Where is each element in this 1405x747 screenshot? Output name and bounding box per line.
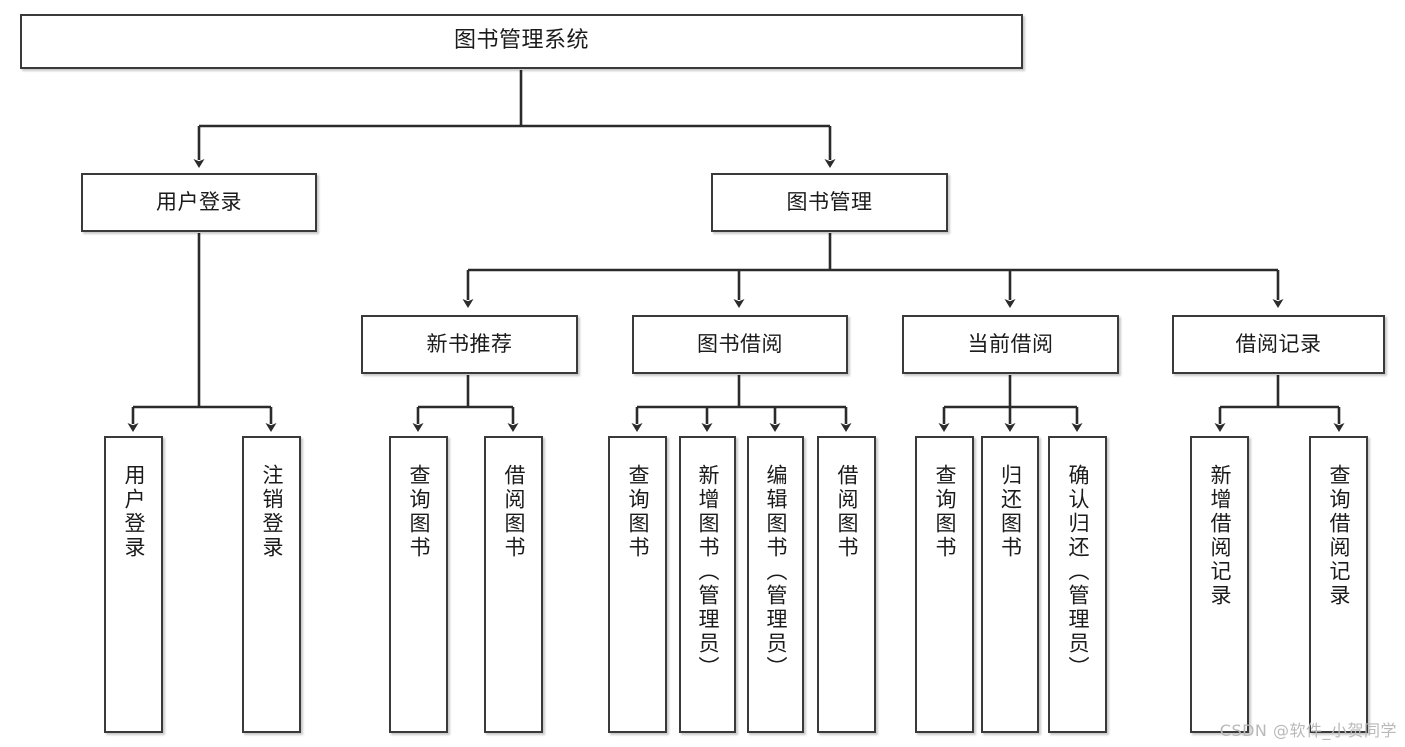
node-book-manage[interactable]: 图书管理 [711, 173, 948, 232]
leaf-add-record-label: 新增借阅记录 [1208, 464, 1232, 608]
leaf-add-book[interactable]: 新增图书（管理员） [679, 436, 736, 733]
leaf-borrow-book-1[interactable]: 借阅图书 [484, 436, 543, 733]
node-root-label: 图书管理系统 [453, 28, 589, 54]
node-root[interactable]: 图书管理系统 [20, 14, 1023, 69]
leaf-user-login-label: 用户登录 [122, 464, 146, 560]
leaf-query-book-1-label: 查询图书 [407, 464, 431, 560]
leaf-query-book-1[interactable]: 查询图书 [389, 436, 448, 733]
node-book-manage-label: 图书管理 [786, 189, 873, 214]
leaf-borrow-book-1-label: 借阅图书 [502, 464, 526, 560]
leaf-confirm-return-label: 确认归还（管理员） [1066, 464, 1090, 680]
node-borrow-record[interactable]: 借阅记录 [1172, 315, 1385, 374]
leaf-edit-book[interactable]: 编辑图书（管理员） [747, 436, 804, 733]
node-borrow-record-label: 借阅记录 [1235, 331, 1322, 356]
node-user-login[interactable]: 用户登录 [81, 173, 317, 232]
leaf-add-book-label: 新增图书（管理员） [696, 464, 720, 680]
node-new-book-rec-label: 新书推荐 [426, 331, 513, 356]
leaf-borrow-book-2-label: 借阅图书 [835, 464, 859, 560]
node-current-borrow-label: 当前借阅 [967, 331, 1054, 356]
node-book-borrow-label: 图书借阅 [697, 331, 783, 356]
leaf-return-book[interactable]: 归还图书 [981, 436, 1039, 733]
leaf-return-book-label: 归还图书 [998, 464, 1023, 560]
leaf-logout-label: 注销登录 [260, 464, 284, 560]
leaf-query-record-label: 查询借阅记录 [1327, 464, 1351, 608]
leaf-query-book-2-label: 查询图书 [626, 464, 650, 560]
node-new-book-rec[interactable]: 新书推荐 [361, 315, 578, 374]
node-book-borrow[interactable]: 图书借阅 [632, 315, 848, 374]
leaf-query-record[interactable]: 查询借阅记录 [1309, 436, 1368, 733]
node-current-borrow[interactable]: 当前借阅 [902, 315, 1119, 374]
leaf-query-book-2[interactable]: 查询图书 [608, 436, 667, 733]
node-user-login-label: 用户登录 [156, 189, 242, 214]
leaf-confirm-return[interactable]: 确认归还（管理员） [1048, 436, 1107, 733]
leaf-add-record[interactable]: 新增借阅记录 [1190, 436, 1249, 733]
leaf-query-book-3[interactable]: 查询图书 [915, 436, 974, 733]
leaf-borrow-book-2[interactable]: 借阅图书 [817, 436, 876, 733]
leaf-logout[interactable]: 注销登录 [242, 436, 301, 733]
leaf-user-login[interactable]: 用户登录 [104, 436, 163, 733]
leaf-query-book-3-label: 查询图书 [933, 464, 957, 560]
leaf-edit-book-label: 编辑图书（管理员） [764, 464, 788, 680]
